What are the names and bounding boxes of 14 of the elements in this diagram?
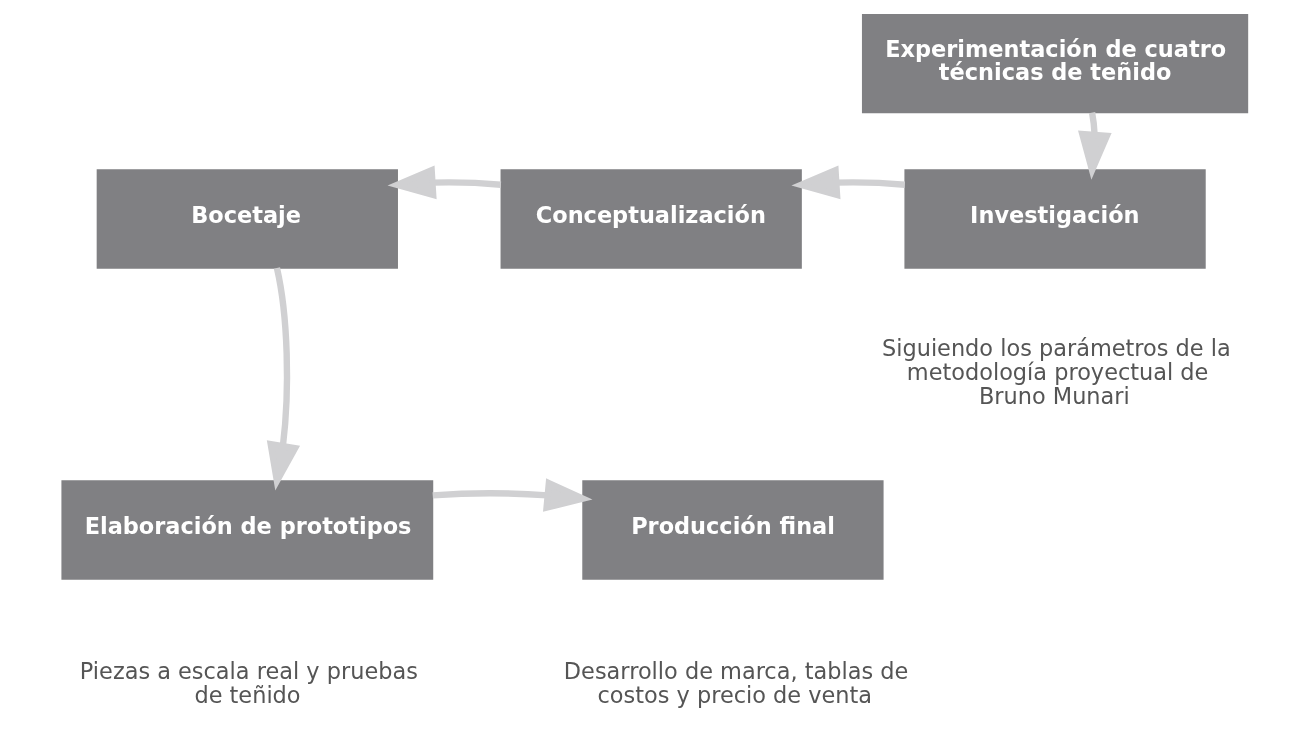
node-box: Elaboración de prototipos [60, 480, 433, 580]
node-label: Piezas a escala real y pruebas de teñido [79, 658, 418, 709]
node-box: Investigación [903, 169, 1206, 269]
node-box: Bocetaje [96, 169, 398, 269]
node-box: Conceptualización [500, 169, 802, 269]
arrow [387, 165, 501, 200]
arrow [266, 267, 300, 491]
node-box: Experimentación de cuatro técnicas de teñido [861, 13, 1248, 114]
arrow [1077, 111, 1112, 180]
node-label: Siguiendo los parámetros de la metodología proyectual de Bruno Munari [881, 335, 1231, 410]
node-box: Producción final [581, 480, 884, 580]
arrow [432, 478, 592, 512]
node-label: Desarrollo de marca, tablas de costos y precio de venta [563, 658, 908, 709]
arrow [790, 165, 905, 200]
